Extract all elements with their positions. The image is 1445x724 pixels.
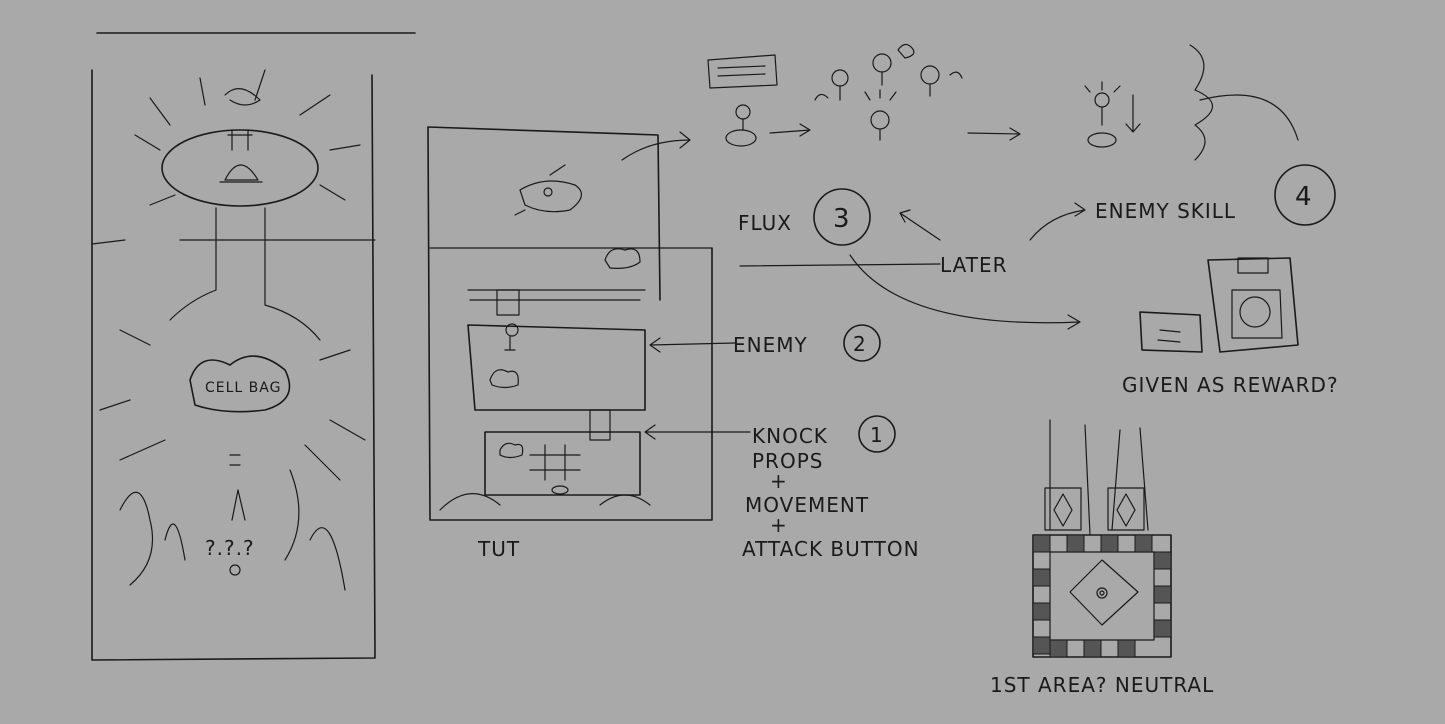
first-area-sketch: 1ST AREA? NEUTRAL xyxy=(990,419,1214,697)
knock-label: KNOCK xyxy=(752,424,828,448)
annotation-arrows xyxy=(621,131,1086,440)
left-tower-sketch: CELL BAG ?.?.? xyxy=(91,32,416,661)
enemy-skill-label: ENEMY SKILL xyxy=(1095,199,1236,223)
first-area-label: 1ST AREA? NEUTRAL xyxy=(990,673,1214,697)
question-marks: ?.?.? xyxy=(205,536,255,560)
flux-number: 3 xyxy=(833,204,851,234)
plus-one: + xyxy=(770,469,788,493)
given-as-reward-label: GIVEN AS REWARD? xyxy=(1122,373,1339,397)
tutorial-sketch: TUT xyxy=(427,126,713,561)
attack-button-label: ATTACK BUTTON xyxy=(742,537,920,561)
flux-label: FLUX xyxy=(738,211,792,235)
skill-sequence-sketch xyxy=(707,43,1299,161)
props-label: PROPS xyxy=(752,449,823,473)
movement-label: MOVEMENT xyxy=(745,493,869,517)
knock-number: 1 xyxy=(870,423,884,447)
enemy-skill-number: 4 xyxy=(1295,182,1313,212)
tut-label: TUT xyxy=(477,537,520,561)
reward-sketch xyxy=(1139,257,1299,353)
enemy-number: 2 xyxy=(853,332,867,356)
plus-two: + xyxy=(770,513,788,537)
enemy-label: ENEMY xyxy=(733,333,808,357)
later-label: LATER xyxy=(940,253,1007,277)
scribble-label: CELL BAG xyxy=(205,380,281,396)
checker-squares xyxy=(1032,534,1172,658)
